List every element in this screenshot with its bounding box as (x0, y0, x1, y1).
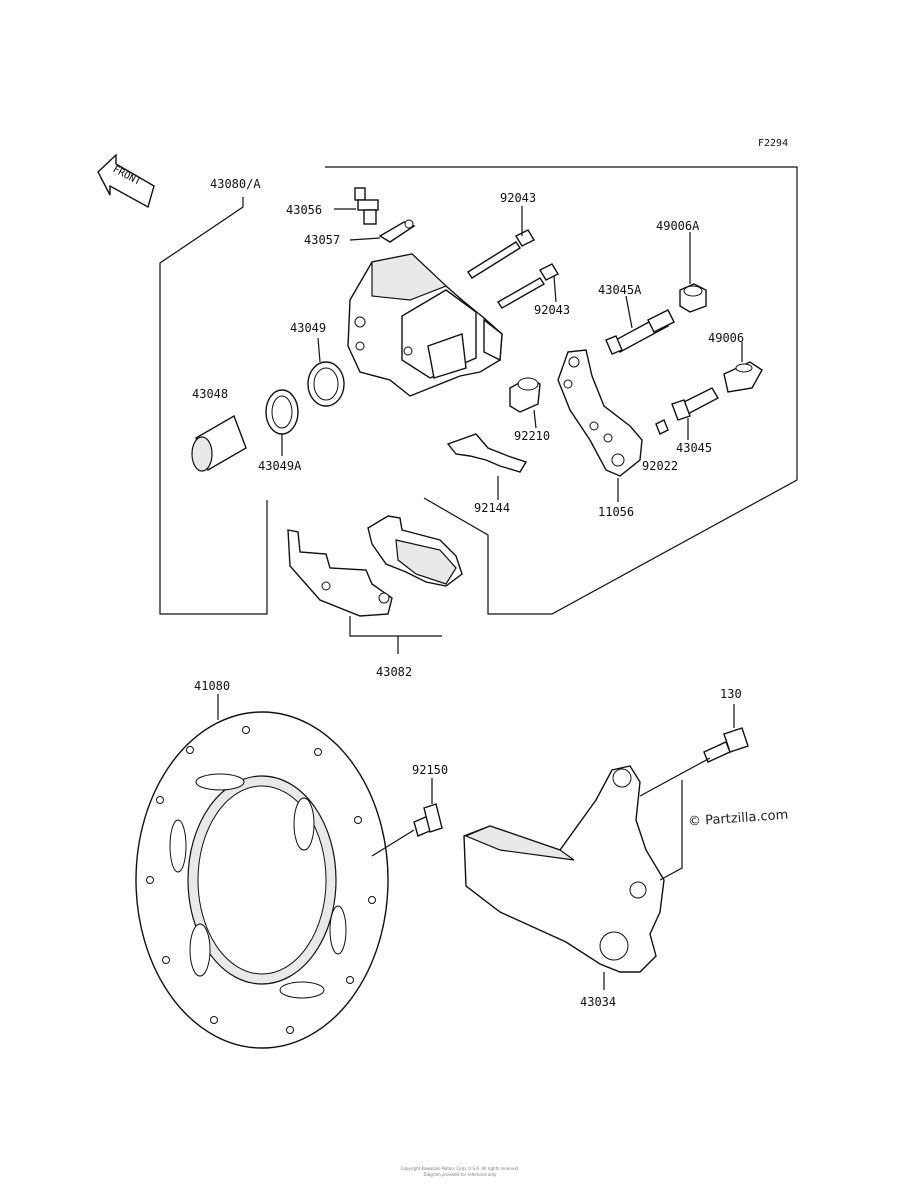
footer-line-1: Copyright Kawasaki Motors Corp. U.S.A. A… (400, 1166, 520, 1171)
label-43082: 43082 (376, 665, 412, 679)
mounting-bracket (463, 765, 683, 990)
label-43048: 43048 (192, 387, 228, 401)
front-arrow-icon: FRONT (97, 153, 155, 209)
label-92043-lower: 92043 (534, 303, 570, 317)
label-92144: 92144 (474, 501, 510, 515)
caliper-assembly-outline (159, 197, 268, 615)
caliper-assembly-outline-right (325, 166, 798, 615)
label-130: 130 (720, 687, 742, 701)
label-92022: 92022 (642, 459, 678, 473)
label-11056: 11056 (598, 505, 634, 519)
bracket-bolt (639, 704, 749, 797)
label-43080A: 43080/A (210, 177, 261, 191)
caliper-bracket (557, 349, 643, 502)
disc-bolt (371, 778, 443, 857)
caliper-bolt-upper (467, 206, 535, 279)
label-43056: 43056 (286, 203, 322, 217)
bleeder-valve (334, 187, 379, 225)
label-49006: 49006 (708, 331, 744, 345)
collar (509, 377, 541, 429)
dust-seal (265, 389, 299, 456)
label-92150: 92150 (412, 763, 448, 777)
slide-pin-a (605, 295, 675, 355)
piston (191, 414, 247, 472)
slide-pin (655, 387, 719, 440)
label-43049A: 43049A (258, 459, 302, 473)
boot (723, 342, 763, 393)
label-43045: 43045 (676, 441, 712, 455)
pad-spring (446, 433, 528, 500)
brake-disc (135, 694, 389, 1049)
watermark: © Partzilla.com (688, 808, 789, 830)
label-43049: 43049 (290, 321, 326, 335)
brake-pads (287, 515, 463, 654)
piston-seal (307, 337, 345, 407)
label-92043-upper: 92043 (500, 191, 536, 205)
figure-code: F2294 (758, 138, 788, 149)
caliper-body (347, 253, 503, 397)
boot-a (679, 232, 707, 313)
copyright-footer: Copyright Kawasaki Motors Corp. U.S.A. A… (330, 1166, 590, 1178)
footer-line-2: Diagram provided for reference only (423, 1172, 497, 1177)
label-43045A: 43045A (598, 283, 642, 297)
label-49006A: 49006A (656, 219, 700, 233)
bleeder-cap (349, 219, 416, 243)
label-41080: 41080 (194, 679, 230, 693)
caliper-bolt-lower (497, 263, 559, 309)
label-92210: 92210 (514, 429, 550, 443)
label-43034: 43034 (580, 995, 616, 1009)
label-43057: 43057 (304, 233, 340, 247)
